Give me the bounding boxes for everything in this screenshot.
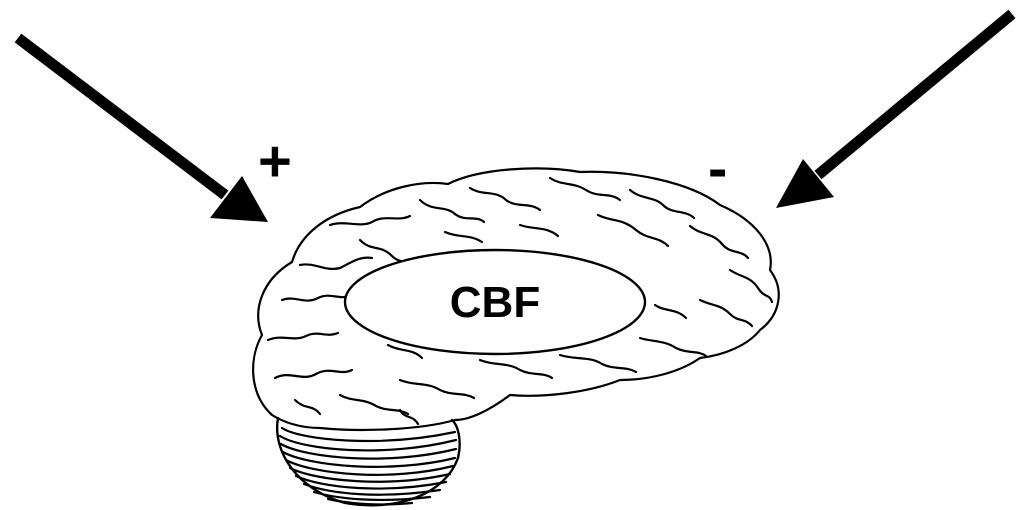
negative-sign: - xyxy=(708,140,727,198)
cerebellum xyxy=(277,418,459,505)
arrow-down-left-icon xyxy=(776,14,1012,208)
arrow-down-right-icon xyxy=(18,38,268,222)
positive-sign: + xyxy=(258,133,292,191)
cbf-label: CBF xyxy=(430,281,560,325)
